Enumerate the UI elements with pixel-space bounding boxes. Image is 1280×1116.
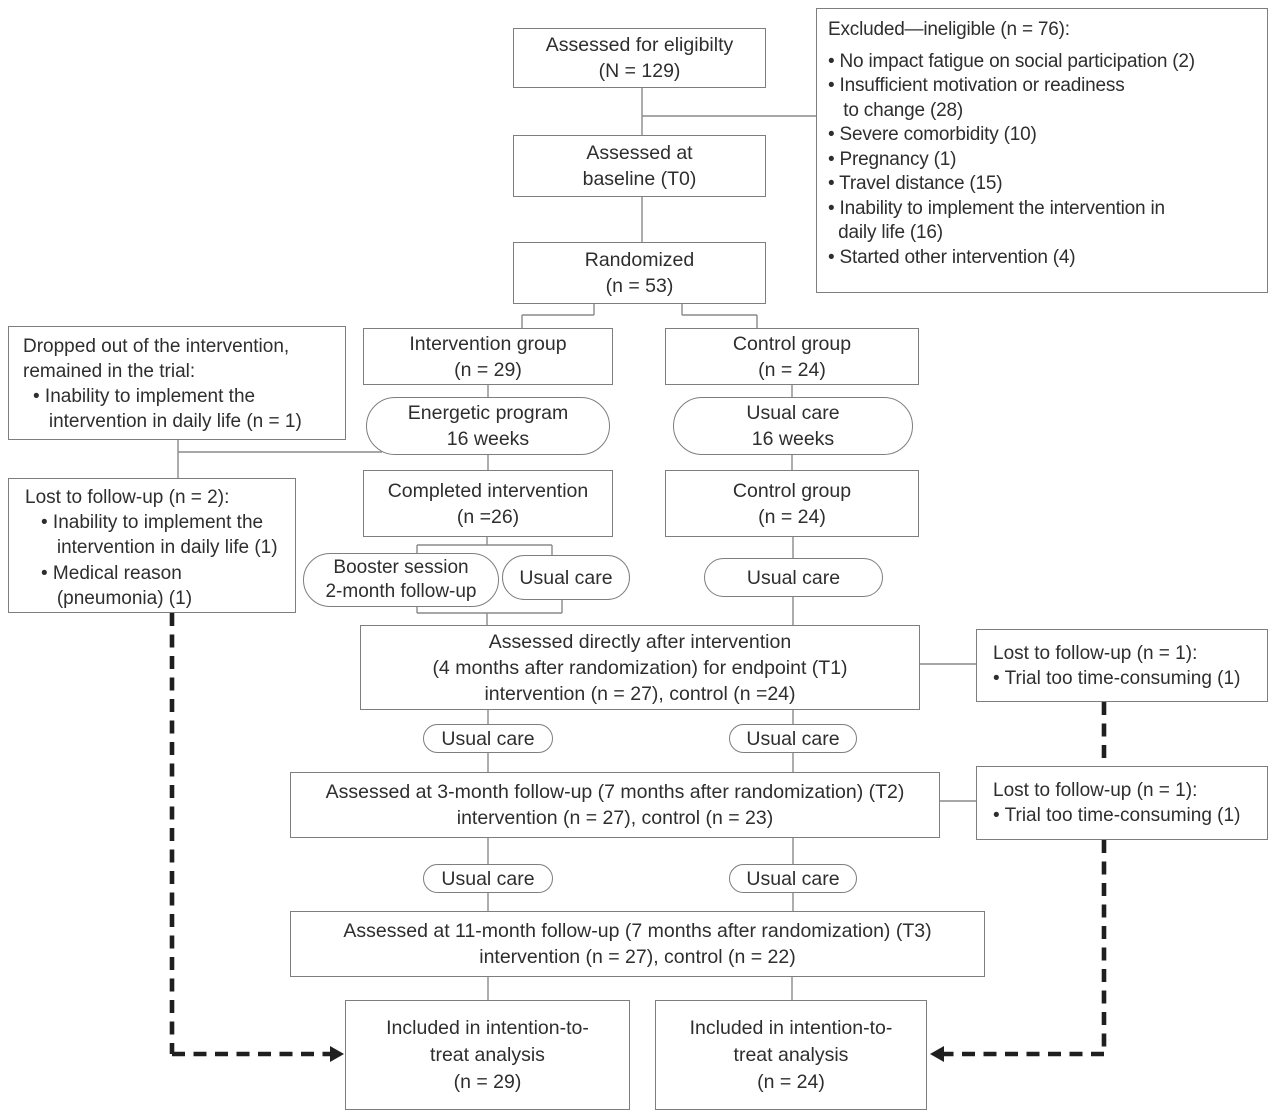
t3-assessment-box: Assessed at 11-month follow-up (7 months… [290, 911, 985, 977]
dropped-out-item: • Inability to implement the interventio… [33, 386, 302, 432]
dashed-arrow-left-icon [330, 1046, 344, 1062]
usual-care-stadium-t2-intervention: Usual care [423, 864, 553, 893]
excluded-item: • Started other intervention (4) [828, 246, 1076, 268]
excluded-item: • Severe comorbidity (10) [828, 124, 1037, 145]
t2-assessment-box: Assessed at 3-month follow-up (7 months … [290, 772, 940, 838]
completed-intervention-box: Completed intervention (n =26) [363, 470, 613, 537]
lost-2-item: • Medical reason (pneumonia) (1) [41, 562, 193, 609]
usual-care-stadium-control: Usual care [704, 558, 883, 597]
usual-care-stadium-t1-control: Usual care [729, 724, 857, 753]
energetic-program-stadium: Energetic program 16 weeks [366, 397, 610, 455]
usual-care-stadium-t1-intervention: Usual care [423, 724, 553, 753]
excluded-item: • Travel distance (15) [828, 173, 1003, 194]
t1-assessment-box: Assessed directly after intervention (4 … [360, 625, 920, 710]
itt-analysis-intervention-box: Included in intention-to- treat analysis… [345, 1000, 630, 1110]
lost-t1-item: • Trial too time-consuming (1) [993, 668, 1241, 689]
usual-care-stadium-post-intervention: Usual care [502, 555, 630, 600]
lost-2-item: • Inability to implement the interventio… [41, 512, 278, 559]
dashed-dropout-line [169, 613, 330, 1057]
excluded-box: Excluded—ineligible (n = 76): • No impac… [816, 8, 1268, 293]
intervention-group-box: Intervention group (n = 29) [363, 328, 613, 385]
excluded-item: • Pregnancy (1) [828, 148, 957, 170]
dropped-out-title: Dropped out of the intervention, remaine… [23, 336, 290, 382]
solid-connector-lines [177, 88, 976, 1000]
control-group-box: Control group (n = 24) [665, 328, 919, 385]
dropped-out-box: Dropped out of the intervention, remaine… [8, 326, 346, 440]
excluded-item: • Inability to implement the interventio… [828, 197, 1165, 244]
control-group-2-box: Control group (n = 24) [665, 470, 919, 537]
lost-to-follow-up-2-box: Lost to follow-up (n = 2): • Inability t… [8, 478, 296, 613]
dashed-arrow-right-icon [930, 1046, 944, 1062]
excluded-title: Excluded—ineligible (n = 76): [828, 19, 1070, 40]
usual-care-stadium-t2-control: Usual care [729, 864, 857, 893]
randomized-box: Randomized (n = 53) [513, 242, 766, 304]
lost-to-follow-up-t2-box: Lost to follow-up (n = 1): • Trial too t… [976, 766, 1268, 840]
lost-2-title: Lost to follow-up (n = 2): [25, 487, 230, 508]
usual-care-16-weeks-stadium: Usual care 16 weeks [673, 397, 913, 455]
baseline-box: Assessed at baseline (T0) [513, 135, 766, 197]
lost-t1-title: Lost to follow-up (n = 1): [993, 643, 1198, 664]
lost-t2-item: • Trial too time-consuming (1) [993, 805, 1241, 826]
excluded-item: • Insufficient motivation or readiness t… [828, 75, 1125, 121]
booster-session-stadium: Booster session 2-month follow-up [303, 553, 499, 607]
eligibility-box: Assessed for eligibilty (N = 129) [513, 28, 766, 88]
itt-analysis-control-box: Included in intention-to- treat analysis… [655, 1000, 927, 1110]
lost-to-follow-up-t1-box: Lost to follow-up (n = 1): • Trial too t… [976, 629, 1268, 702]
lost-t2-title: Lost to follow-up (n = 1): [993, 780, 1198, 801]
dashed-lost-line [944, 702, 1107, 1057]
excluded-item: • No impact fatigue on social participat… [828, 50, 1195, 72]
